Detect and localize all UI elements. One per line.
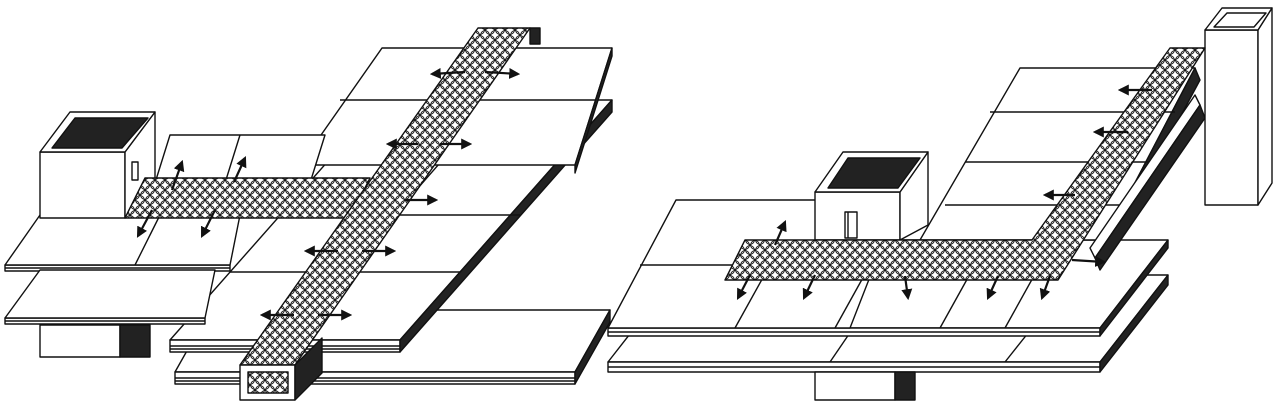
right-tall-tower: [1204, 7, 1273, 206]
left-box-room: [39, 111, 156, 219]
left-diagonal-duct: [239, 27, 541, 401]
left-view: [4, 27, 613, 401]
airflow-arrow: [986, 275, 1000, 301]
airflow-arrow: [429, 67, 466, 79]
airflow-arrow: [170, 159, 185, 191]
right-airflow-arrows: [736, 84, 1152, 301]
airflow-arrow: [736, 274, 751, 300]
airflow-arrow: [901, 275, 913, 301]
airflow-arrow: [1039, 275, 1052, 301]
airflow-arrow: [136, 209, 153, 238]
left-airflow-arrows: [136, 67, 521, 321]
right-box-room: [814, 151, 929, 241]
right-l-duct: [724, 47, 1206, 281]
airflow-arrow: [1071, 255, 1107, 267]
airflow-arrow: [773, 219, 787, 246]
right-view: [607, 7, 1273, 401]
airflow-arrow: [201, 209, 216, 238]
airflow-arrow: [484, 67, 521, 79]
left-floor-flanges: [4, 214, 241, 325]
left-horizontal-duct: [124, 177, 371, 219]
airflow-arrow: [802, 274, 816, 300]
airflow-arrow: [233, 156, 247, 183]
